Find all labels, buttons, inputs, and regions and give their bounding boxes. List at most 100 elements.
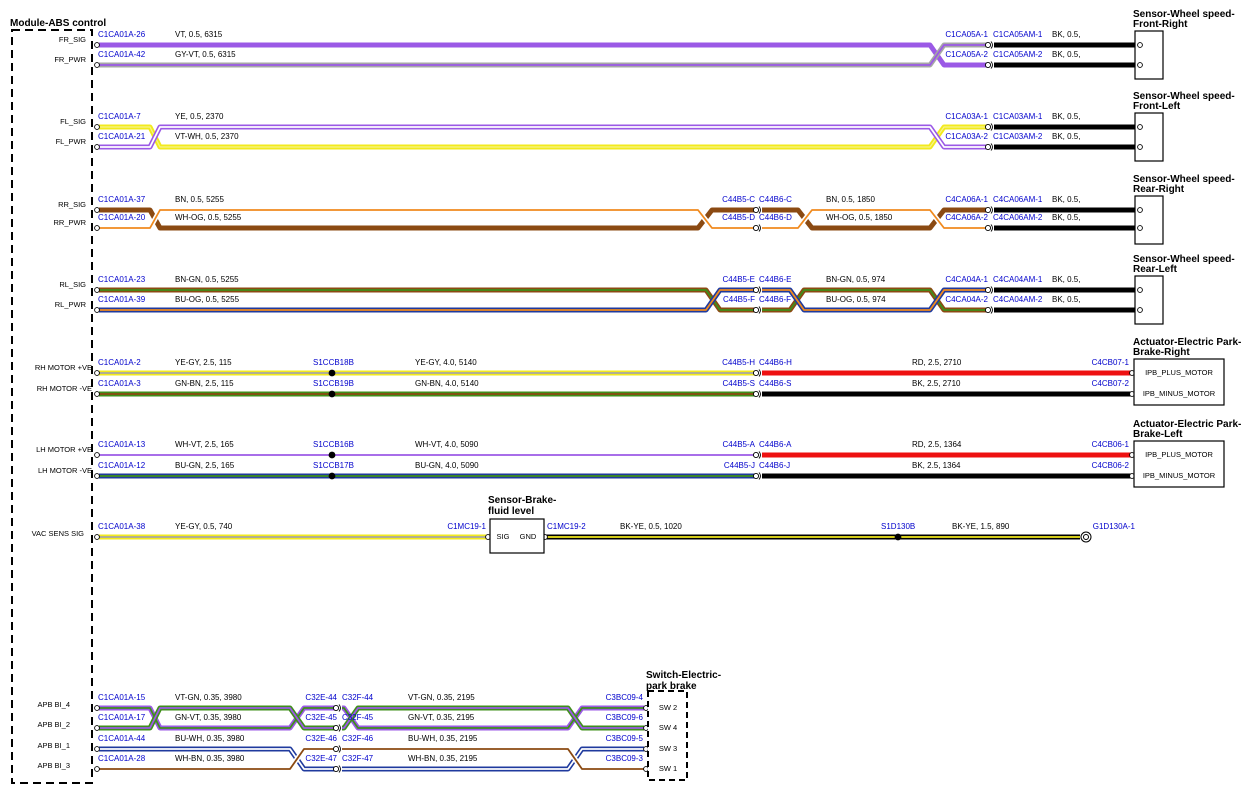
- connector-label: C1CA01A-28: [98, 754, 146, 763]
- component-title: Sensor-Brake-: [488, 495, 556, 506]
- component-title: Brake-Right: [1133, 347, 1190, 358]
- components-layer: [94, 30, 1225, 781]
- connector-label: C44B5-S: [723, 379, 755, 388]
- wire-spec-label: BU-WH, 0.35, 2195: [408, 734, 478, 743]
- wire-3-a2: [762, 287, 988, 313]
- component-title: park brake: [646, 681, 697, 692]
- module-terminal: [94, 473, 100, 479]
- connector-label: C4CA04AM-2: [993, 295, 1043, 304]
- wire-spec-label: VT-GN, 0.35, 2195: [408, 693, 475, 702]
- module-terminal: [94, 287, 100, 293]
- switch-terminal: [643, 766, 649, 772]
- wire-spec-label: GN-VT, 0.35, 3980: [175, 713, 242, 722]
- switch-pin-label: SW 3: [659, 744, 677, 753]
- switch-pin-label: SW 2: [659, 703, 677, 712]
- switch-terminal: [643, 746, 649, 752]
- pin-label: APB BI_1: [37, 741, 70, 750]
- module-terminal: [94, 452, 100, 458]
- inline-connector: [752, 472, 761, 480]
- apb-wire: [99, 746, 336, 772]
- connector-label: C4CA06A-1: [945, 195, 988, 204]
- wire-spec-label: BK, 0.5,: [1052, 295, 1080, 304]
- wire-spec-label: BK, 0.5,: [1052, 50, 1080, 59]
- connector-label: C4CB06-2: [1092, 461, 1130, 470]
- component-title: Front-Left: [1133, 101, 1181, 112]
- inline-connector: [984, 286, 993, 294]
- wire-spec-label: VT, 0.5, 6315: [175, 30, 223, 39]
- connector-label: C1MC19-1: [447, 522, 486, 531]
- wire-1-a: [99, 124, 988, 150]
- wire-spec-label: WH-VT, 4.0, 5090: [415, 440, 479, 449]
- pin-label: RR_SIG: [58, 200, 86, 209]
- wheel-sensor-box: [1134, 30, 1164, 80]
- connector-label: C44B5-E: [723, 275, 755, 284]
- module-terminal: [94, 746, 100, 752]
- connector-label: C32E-46: [305, 734, 337, 743]
- sensor-terminal: [1137, 144, 1143, 150]
- connector-label: C1CA01A-38: [98, 522, 146, 531]
- wire-spec-label: GN-BN, 2.5, 115: [175, 379, 234, 388]
- component-title: Sensor-Wheel speed-: [1133, 174, 1235, 185]
- abs-module: Module-ABS control: [10, 18, 106, 784]
- pin-label: FR_PWR: [54, 55, 86, 64]
- connector-label: C44B6-D: [759, 213, 792, 222]
- wire-spec-label: BK, 0.5,: [1052, 132, 1080, 141]
- module-terminal: [94, 207, 100, 213]
- inline-connector: [752, 369, 761, 377]
- apb-wire-2: [341, 705, 644, 731]
- wheel-sensor-box: [1134, 195, 1164, 245]
- wire-1-b: [99, 124, 988, 150]
- pin-label: RL_PWR: [55, 300, 87, 309]
- wire-spec-label: GN-BN, 4.0, 5140: [415, 379, 479, 388]
- abs-module-title: Module-ABS control: [10, 18, 106, 29]
- inline-connector: [332, 765, 341, 773]
- connector-label: C1CA01A-20: [98, 213, 146, 222]
- inline-connector: [752, 306, 761, 314]
- pin-label: FL_SIG: [60, 117, 86, 126]
- splice: [328, 390, 336, 398]
- wire-spec-label: BU-OG, 0.5, 5255: [175, 295, 240, 304]
- module-terminal: [94, 42, 100, 48]
- apb-wire-2: [342, 746, 644, 772]
- connector-label: C1CA01A-23: [98, 275, 146, 284]
- wire-spec-label: WH-BN, 0.35, 3980: [175, 754, 245, 763]
- actuator-pin-label: IPB_PLUS_MOTOR: [1145, 368, 1213, 377]
- inline-connector: [752, 390, 761, 398]
- apb-wire-2: [342, 746, 644, 772]
- splice: [328, 451, 336, 459]
- sensor-terminal: [1137, 62, 1143, 68]
- connector-label: C1CA03AM-1: [993, 112, 1043, 121]
- sensor-pin-label: GND: [520, 532, 537, 541]
- inline-connector: [752, 451, 761, 459]
- connector-label: C32E-44: [305, 693, 337, 702]
- connector-label: C1CA01A-17: [98, 713, 146, 722]
- component-title: Sensor-Wheel speed-: [1133, 91, 1235, 102]
- connector-label: C44B5-A: [723, 440, 756, 449]
- wire-spec-label: BK-YE, 0.5, 1020: [620, 522, 682, 531]
- splice: [328, 369, 336, 377]
- module-terminal: [94, 725, 100, 731]
- actuator-pin-label: IPB_MINUS_MOTOR: [1143, 471, 1216, 480]
- wire-3-b: [99, 287, 756, 313]
- pin-label: RL_SIG: [59, 280, 86, 289]
- connector-label: C32E-45: [305, 713, 337, 722]
- connector-label: C44B6-S: [759, 379, 791, 388]
- component-title: Brake-Left: [1133, 429, 1183, 440]
- pin-label: APB BI_3: [37, 761, 70, 770]
- connector-label: C4CA06A-2: [945, 213, 988, 222]
- module-terminal: [94, 766, 100, 772]
- wire-spec-label: WH-OG, 0.5, 1850: [826, 213, 893, 222]
- module-terminal: [94, 370, 100, 376]
- pin-label: RH MOTOR -VE: [37, 384, 92, 393]
- connector-label: C1CA05AM-2: [993, 50, 1043, 59]
- inline-connector: [984, 206, 993, 214]
- connector-label: C1CA01A-39: [98, 295, 146, 304]
- pin-label: RR_PWR: [53, 218, 86, 227]
- connector-label: C44B6-A: [759, 440, 792, 449]
- connector-label: S1CCB16B: [313, 440, 354, 449]
- pin-label: LH MOTOR -VE: [38, 466, 92, 475]
- wire-2-a: [99, 207, 756, 231]
- connector-label: C44B5-D: [722, 213, 755, 222]
- component-title: Rear-Left: [1133, 264, 1178, 275]
